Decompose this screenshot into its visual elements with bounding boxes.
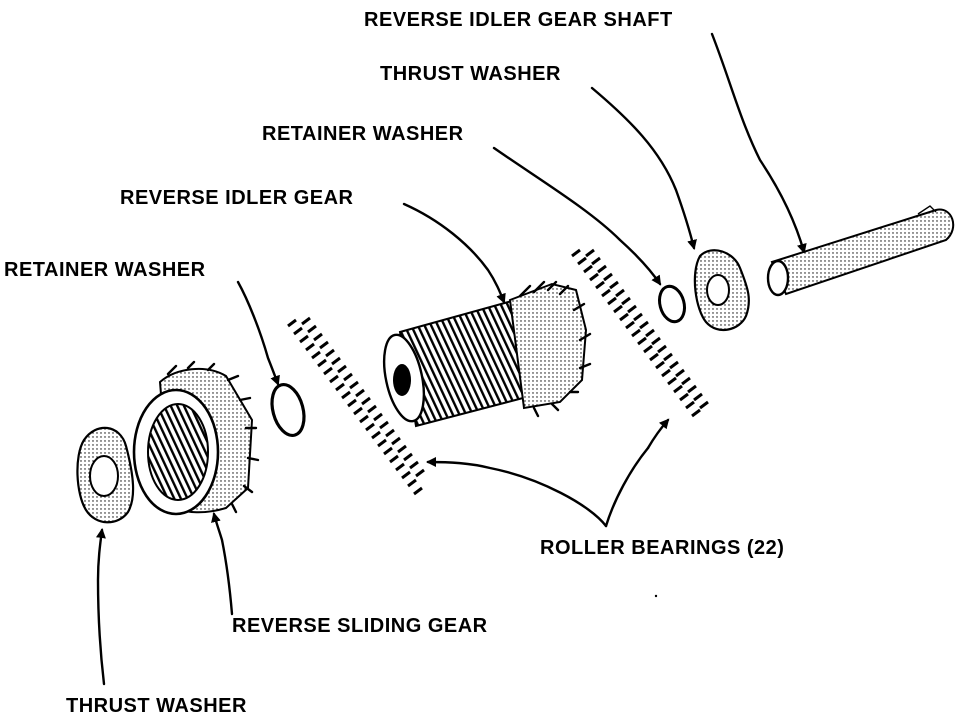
label-reverse-sliding-gear: REVERSE SLIDING GEAR — [232, 615, 488, 637]
label-thrust-washer-top: THRUST WASHER — [380, 63, 561, 85]
label-reverse-idler-gear: REVERSE IDLER GEAR — [120, 187, 354, 209]
label-retainer-washer-top: RETAINER WASHER — [262, 123, 464, 145]
thrust-washer-top — [693, 249, 750, 332]
roller-bearings-right — [571, 248, 709, 418]
label-reverse-idler-gear-shaft: REVERSE IDLER GEAR SHAFT — [364, 9, 673, 31]
reverse-sliding-gear — [132, 360, 260, 516]
leader-lines — [95, 32, 807, 686]
reverse-idler-gear — [382, 280, 592, 428]
roller-bearings-left — [287, 316, 425, 496]
reverse-idler-gear-shaft — [766, 205, 955, 297]
retainer-washer-top — [658, 284, 686, 324]
label-roller-bearings: ROLLER BEARINGS (22) — [540, 537, 784, 559]
label-retainer-washer-left: RETAINER WASHER — [4, 259, 206, 281]
speck — [654, 594, 658, 598]
label-thrust-washer-bottom: THRUST WASHER — [66, 695, 247, 717]
retainer-washer-left — [270, 382, 306, 438]
thrust-washer-bottom — [76, 426, 135, 524]
